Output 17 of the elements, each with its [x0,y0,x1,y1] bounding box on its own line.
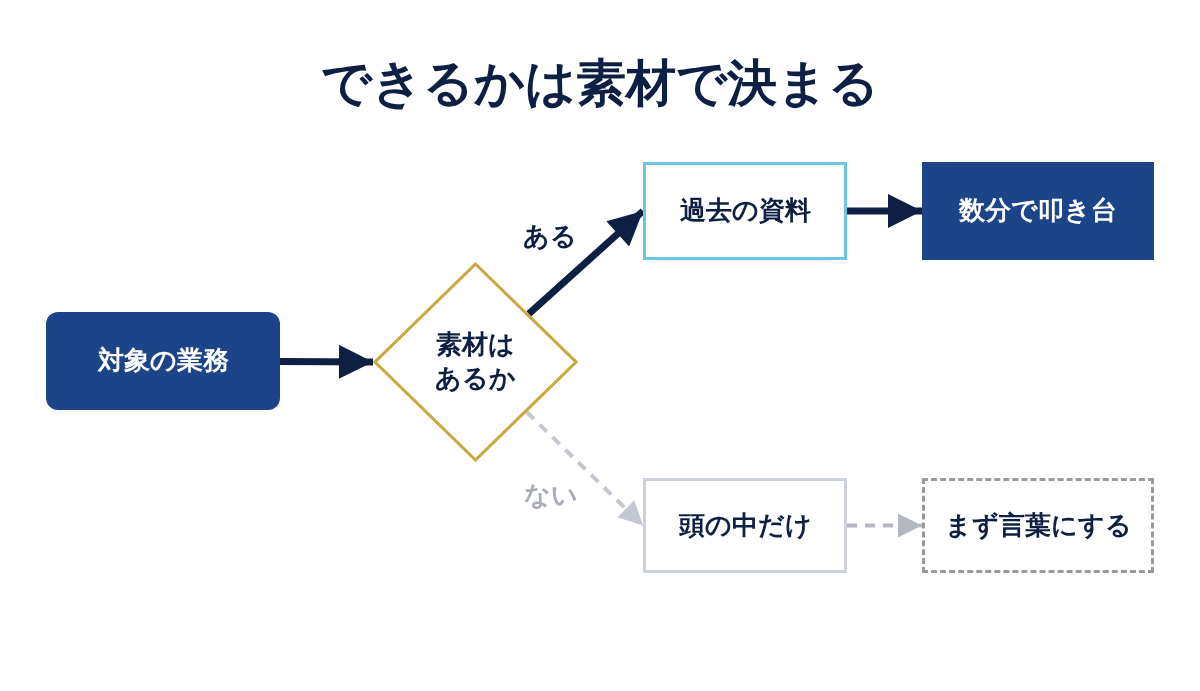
arrow [525,410,645,527]
arrow [847,513,922,538]
process-box [643,478,847,573]
arrow [280,344,373,379]
process-box [643,162,847,260]
arrow [847,194,922,228]
dashed-box [922,478,1154,573]
process-box [46,312,280,410]
node-text: 素材はあるか [434,328,517,395]
decision-diamond [373,262,578,462]
node-text: 頭の中だけ [678,508,812,542]
node-text: 対象の業務 [97,344,229,378]
title: できるかは素材で決まる [321,58,879,108]
result-box [922,162,1154,260]
node-text: 数分で叩き台 [959,194,1117,228]
node-text: 過去の資料 [679,194,811,228]
node-text: まず言葉にする [944,508,1132,542]
